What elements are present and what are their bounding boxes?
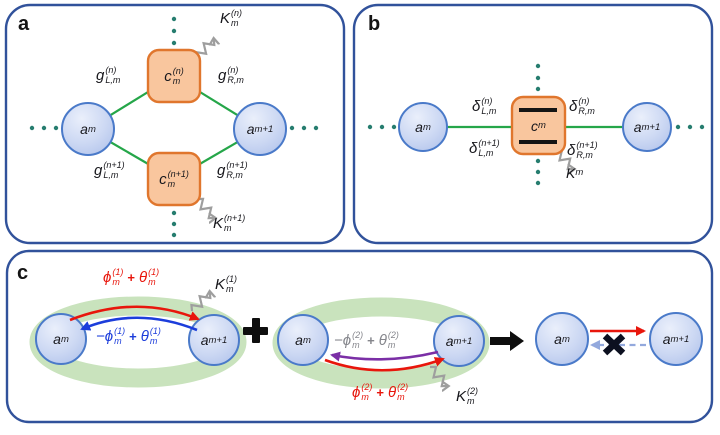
ellipsis-dots [29, 16, 319, 238]
panel-a-graphics [29, 16, 319, 238]
coupling-label-g-top-left: g(n)L,m [96, 65, 121, 85]
coupling-label-g-bottom-left: g(n+1)L,m [94, 160, 125, 180]
node-a-m [61, 102, 115, 156]
cavity-box-top [146, 48, 202, 104]
plus-operator-icon: + [243, 318, 268, 343]
loss-label-k2: K(2)m [456, 386, 479, 406]
panel-c-graphics [29, 289, 703, 389]
coupling-label-g-bottom-right: g(n+1)R,m [217, 160, 248, 180]
resonance-bar-top [519, 108, 557, 112]
panel-b-graphics [367, 63, 705, 186]
loss-label-k-bottom: K(n+1)m [213, 213, 246, 233]
panel-c-tag: c [17, 262, 29, 284]
loss-spring-icon [190, 289, 213, 312]
node-a-m [535, 312, 589, 366]
backward-hopping-arrow [80, 316, 198, 332]
detuning-label-top-right: δ(n)R,m [569, 96, 595, 116]
panel-b-tag: b [368, 13, 381, 35]
backward-phase-label-2: −ϕ(2)m + θ(2)m [334, 330, 399, 350]
detuning-label-top-left: δ(n)L,m [472, 96, 497, 116]
panel-a-frame [4, 3, 346, 245]
cavity-label-top: c(n)m [164, 65, 184, 86]
forward-hopping-arrow [324, 357, 445, 372]
forward-phase-label-2: ϕ(2)m + θ(2)m [352, 382, 409, 402]
node-a-m1 [433, 315, 485, 367]
cavity-box-bottom [146, 151, 202, 207]
loss-spring-icon [196, 197, 218, 221]
forward-hopping-arrow [69, 305, 200, 322]
node-a-m [35, 313, 87, 365]
forward-phase-label-1: ϕ(1)m + θ(1)m [103, 267, 160, 287]
loss-spring-icon [429, 365, 451, 389]
backward-hopping-arrow [330, 350, 439, 362]
node-a-m1 [649, 312, 703, 366]
coupling-label-g-top-right: g(n)R,m [218, 65, 244, 85]
loss-label-k-top: K(n)m [220, 8, 243, 28]
node-a-m1 [233, 102, 287, 156]
backward-phase-label-1: −ϕ(1)m + θ(1)m [96, 326, 161, 346]
ellipsis-dots [367, 63, 705, 186]
resonance-bar-bottom [519, 140, 557, 144]
detuning-label-bottom-left: δ(n+1)L,m [469, 138, 500, 158]
node-a-m [398, 102, 448, 152]
node-a-m1 [622, 102, 672, 152]
loss-label-k1: K(1)m [215, 274, 238, 294]
cavity-label-bottom: c(n+1)m [159, 168, 189, 189]
implies-arrow-icon [490, 331, 524, 351]
node-a-m [277, 314, 329, 366]
detuning-label-bottom-right: δ(n+1)R,m [567, 140, 598, 160]
node-a-m1 [188, 314, 240, 366]
panel-a-tag: a [18, 13, 30, 35]
cancel-cross-icon [602, 333, 626, 356]
